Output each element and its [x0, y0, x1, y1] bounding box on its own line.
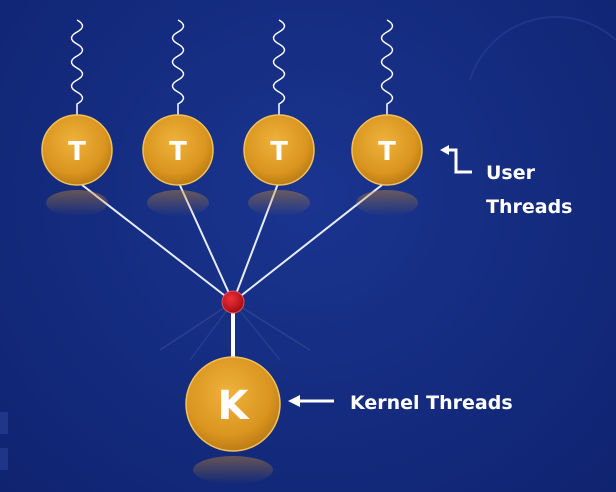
junction-rays: [159, 301, 311, 361]
user-thread-label: T: [270, 137, 288, 167]
user-thread-node: T: [351, 19, 423, 216]
thread-squiggle-icon: [70, 19, 84, 115]
user-thread-node: T: [243, 19, 315, 216]
decorative-arc: [469, 16, 616, 81]
user-thread-circle: [142, 114, 214, 186]
user-thread-node: T: [142, 19, 214, 216]
user-thread-reflection: [356, 190, 418, 216]
user-thread-reflection: [46, 190, 108, 216]
user-threads-annotation: User Threads: [440, 145, 572, 218]
user-thread-label: T: [169, 137, 187, 167]
kernel-thread-node: K: [185, 356, 281, 452]
user-thread-circle: [41, 114, 113, 186]
kernel-thread-label: K: [218, 383, 251, 429]
thread-squiggle-icon: [380, 19, 394, 115]
bracket-arrow-icon: [445, 148, 472, 174]
kernel-threads-annotation: Kernel Threads: [288, 392, 513, 414]
thread-squiggle-icon: [171, 19, 185, 115]
thread-squiggle-icon: [272, 19, 286, 115]
user-threads-label-line2: Threads: [486, 196, 572, 218]
user-thread-reflection: [147, 190, 209, 216]
user-thread-connectors: [76, 180, 388, 303]
kernel-threads-label: Kernel Threads: [350, 392, 513, 414]
arrow-head-icon: [440, 145, 449, 155]
junction-dot: [221, 290, 245, 314]
user-thread-circle: [243, 114, 315, 186]
user-thread-circle: [351, 114, 423, 186]
user-threads-label-line1: User: [486, 162, 536, 184]
user-thread-reflection: [248, 190, 310, 216]
edge-decoration-1: [0, 412, 8, 434]
user-thread-label: T: [68, 137, 86, 167]
user-thread-label: T: [378, 137, 396, 167]
left-arrow-icon: [288, 395, 300, 407]
user-thread-node: T: [41, 19, 113, 216]
edge-decoration-2: [0, 448, 8, 470]
kernel-reflection: [193, 456, 273, 484]
